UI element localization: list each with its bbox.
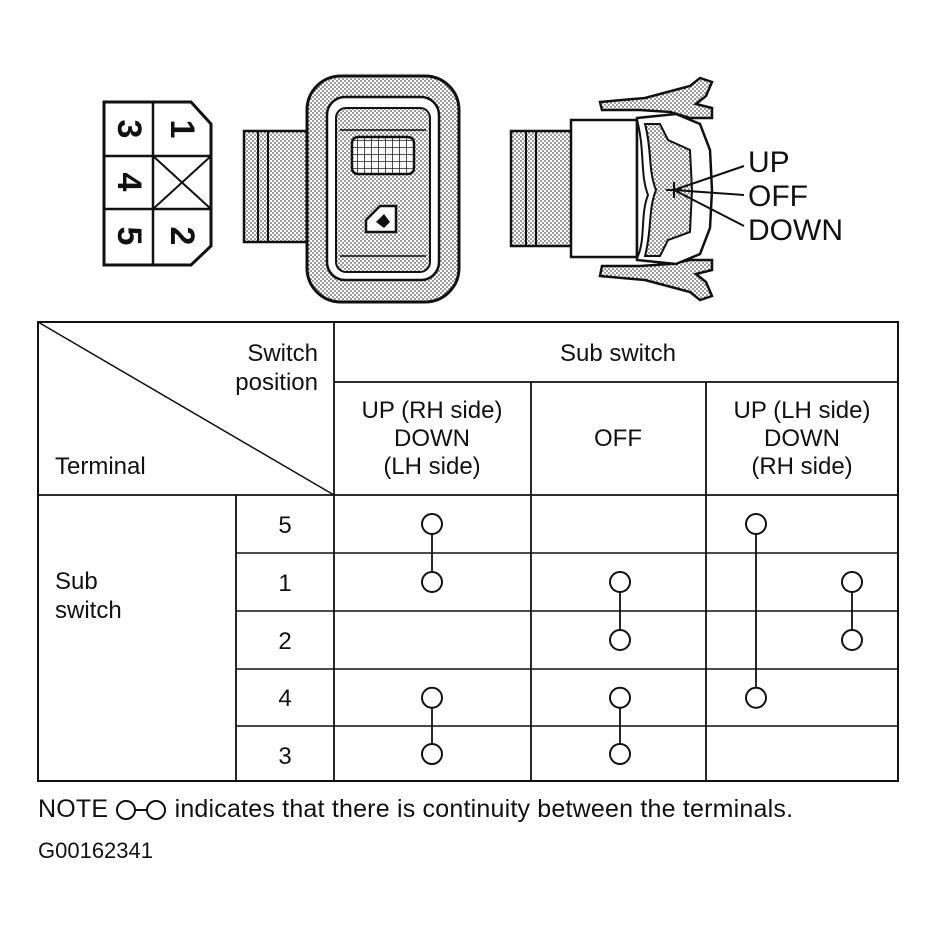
continuity-terminal-circle <box>841 629 863 651</box>
column-header-line: DOWN <box>394 425 470 452</box>
continuity-terminal-circle <box>609 686 631 709</box>
window-lock-grille-icon <box>350 135 416 176</box>
continuity-terminal-circle <box>609 743 631 765</box>
column-header-line: OFF <box>594 425 642 452</box>
continuity-terminal-circle <box>609 629 631 651</box>
continuity-terminal-circle <box>841 571 863 593</box>
switch-side-view: UP OFF DOWN <box>509 76 843 302</box>
column-header-line: DOWN <box>764 425 840 452</box>
column-header-line: (RH side) <box>751 453 852 480</box>
pin-label: 3 <box>110 120 148 139</box>
column-header-line: UP (LH side) <box>734 397 871 424</box>
continuity-terminal-circle <box>745 686 767 709</box>
continuity-terminal-circle <box>421 686 443 709</box>
group-header: Sub switch <box>560 340 676 367</box>
continuity-terminal-circle <box>745 513 767 535</box>
continuity-terminal-circle <box>421 571 443 593</box>
continuity-terminal-circle <box>609 571 631 593</box>
connector-face: 3 1 4 5 2 <box>102 100 213 267</box>
continuity-symbol-icon <box>116 800 167 821</box>
pin-label: 4 <box>110 173 148 192</box>
terminal-row-label: 3 <box>278 743 291 770</box>
note-prefix: NOTE <box>38 795 109 823</box>
continuity-note: NOTE indicates that there is continuity … <box>38 795 793 824</box>
corner-label-terminal: Terminal <box>55 453 146 480</box>
position-label-off: OFF <box>748 180 808 213</box>
position-label-down: DOWN <box>748 214 843 247</box>
corner-label-position: position <box>235 369 318 396</box>
row-group-label: Sub <box>55 568 98 595</box>
continuity-table: Switch position Terminal Sub switch UP (… <box>37 321 899 782</box>
column-header-line: (LH side) <box>383 453 480 480</box>
position-label-up: UP <box>748 146 790 179</box>
row-group-label: switch <box>55 597 122 624</box>
window-switch-icon <box>364 204 398 234</box>
unused-pin-cross <box>152 155 212 210</box>
terminal-row-label: 5 <box>278 512 291 539</box>
column-header-line: UP (RH side) <box>362 397 503 424</box>
corner-label-switch: Switch <box>247 340 318 367</box>
terminal-row-label: 1 <box>278 570 291 597</box>
continuity-terminal-circle <box>421 743 443 765</box>
note-text: indicates that there is continuity betwe… <box>174 795 794 823</box>
terminal-row-label: 4 <box>278 685 291 712</box>
pin-label: 5 <box>110 227 148 246</box>
pin-label: 2 <box>163 227 201 246</box>
continuity-terminal-circle <box>421 513 443 535</box>
continuity-marks <box>421 513 863 765</box>
switch-front-view <box>242 74 461 304</box>
figure-code: G00162341 <box>38 838 153 863</box>
pin-label: 1 <box>163 120 201 139</box>
terminal-row-label: 2 <box>278 628 291 655</box>
